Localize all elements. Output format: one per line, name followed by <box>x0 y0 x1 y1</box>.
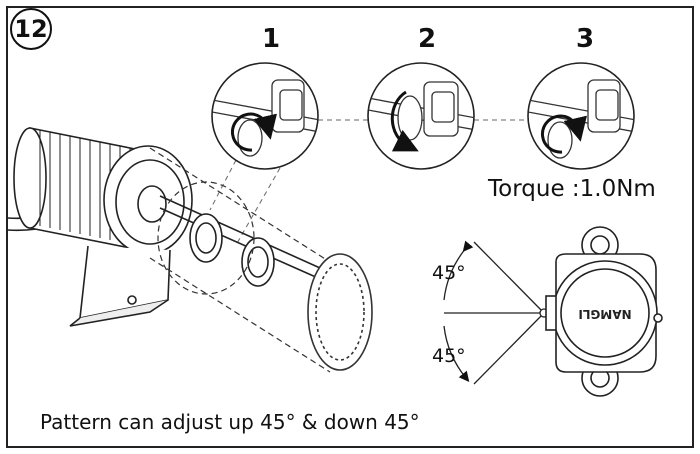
step-number-badge: 12 <box>10 8 52 50</box>
rotate-arrow-icon <box>540 114 587 154</box>
lens-tube-end <box>307 253 373 371</box>
front-cap <box>545 226 663 397</box>
light-fixture <box>7 127 321 327</box>
substep-1-label: 1 <box>262 24 281 54</box>
caption: Pattern can adjust up 45° & down 45° <box>40 410 420 434</box>
angle-down-label: 45° <box>432 345 466 367</box>
substep-3-label: 3 <box>576 24 595 54</box>
zoom-circle-3 <box>527 62 635 170</box>
rotate-arrow-icon <box>230 112 277 152</box>
zoom-circle-1 <box>211 62 319 170</box>
rotate-arrow-icon <box>390 90 419 152</box>
substep-2-label: 2 <box>418 24 437 54</box>
brand-logo: NAMGLI <box>578 307 631 321</box>
zoom-circle-2 <box>367 62 475 170</box>
angle-diagram <box>443 240 549 385</box>
angle-up-label: 45° <box>432 262 466 284</box>
lens-tube-outline <box>149 147 331 373</box>
torque-label: Torque :1.0Nm <box>488 176 656 202</box>
